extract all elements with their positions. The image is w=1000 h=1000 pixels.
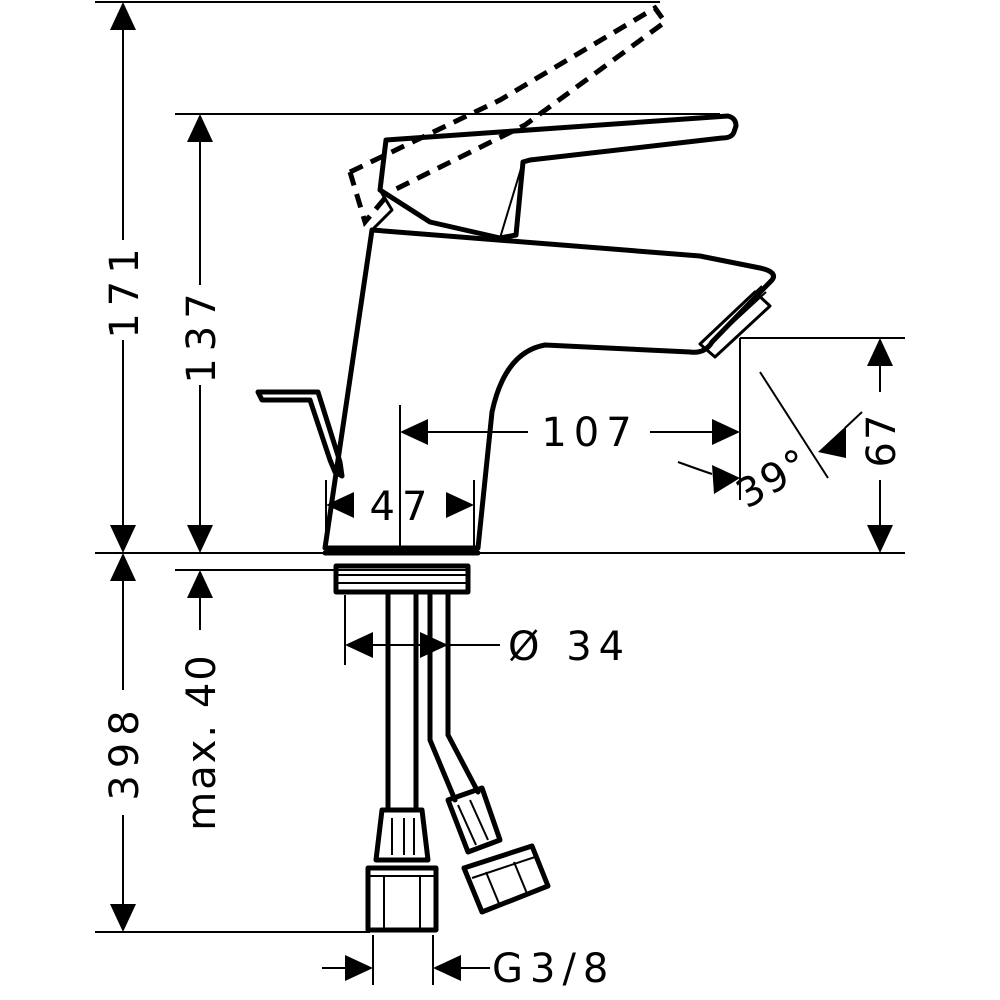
mounting-shank	[333, 563, 471, 595]
dim-connection-thread: G3/8	[322, 946, 615, 992]
dim-base-width: 47	[326, 484, 474, 530]
dim-spray-angle: 39°	[677, 371, 863, 518]
dim-spout-height: 137	[179, 114, 225, 553]
dim-max-thickness-label: max. 40	[179, 653, 225, 830]
dim-outlet-height-label: 67	[859, 413, 905, 468]
dim-hose-length-label: 398	[102, 703, 148, 800]
dim-base-width-label: 47	[370, 484, 435, 530]
dim-connection-thread-label: G3/8	[492, 946, 615, 992]
dim-max-thickness: max. 40	[179, 570, 225, 831]
dim-spout-reach: 107	[400, 410, 740, 456]
dim-outlet-height: 67	[859, 338, 905, 553]
dim-spout-reach-label: 107	[541, 410, 638, 456]
dim-hose-length: 398	[102, 553, 148, 932]
drain-rod	[255, 389, 345, 479]
supply-hoses	[365, 589, 551, 933]
dim-spout-height-label: 137	[179, 286, 225, 383]
dim-hole-diameter-label: Ø 34	[508, 624, 631, 670]
lever-handle	[370, 113, 739, 241]
dim-total-height: 171	[102, 2, 148, 553]
lever-open-position	[347, 4, 669, 228]
dim-spray-angle-label: 39°	[729, 440, 819, 518]
dim-hole-diameter: Ø 34	[345, 624, 631, 670]
faucet-body	[322, 227, 776, 556]
dim-total-height-label: 171	[102, 241, 148, 338]
